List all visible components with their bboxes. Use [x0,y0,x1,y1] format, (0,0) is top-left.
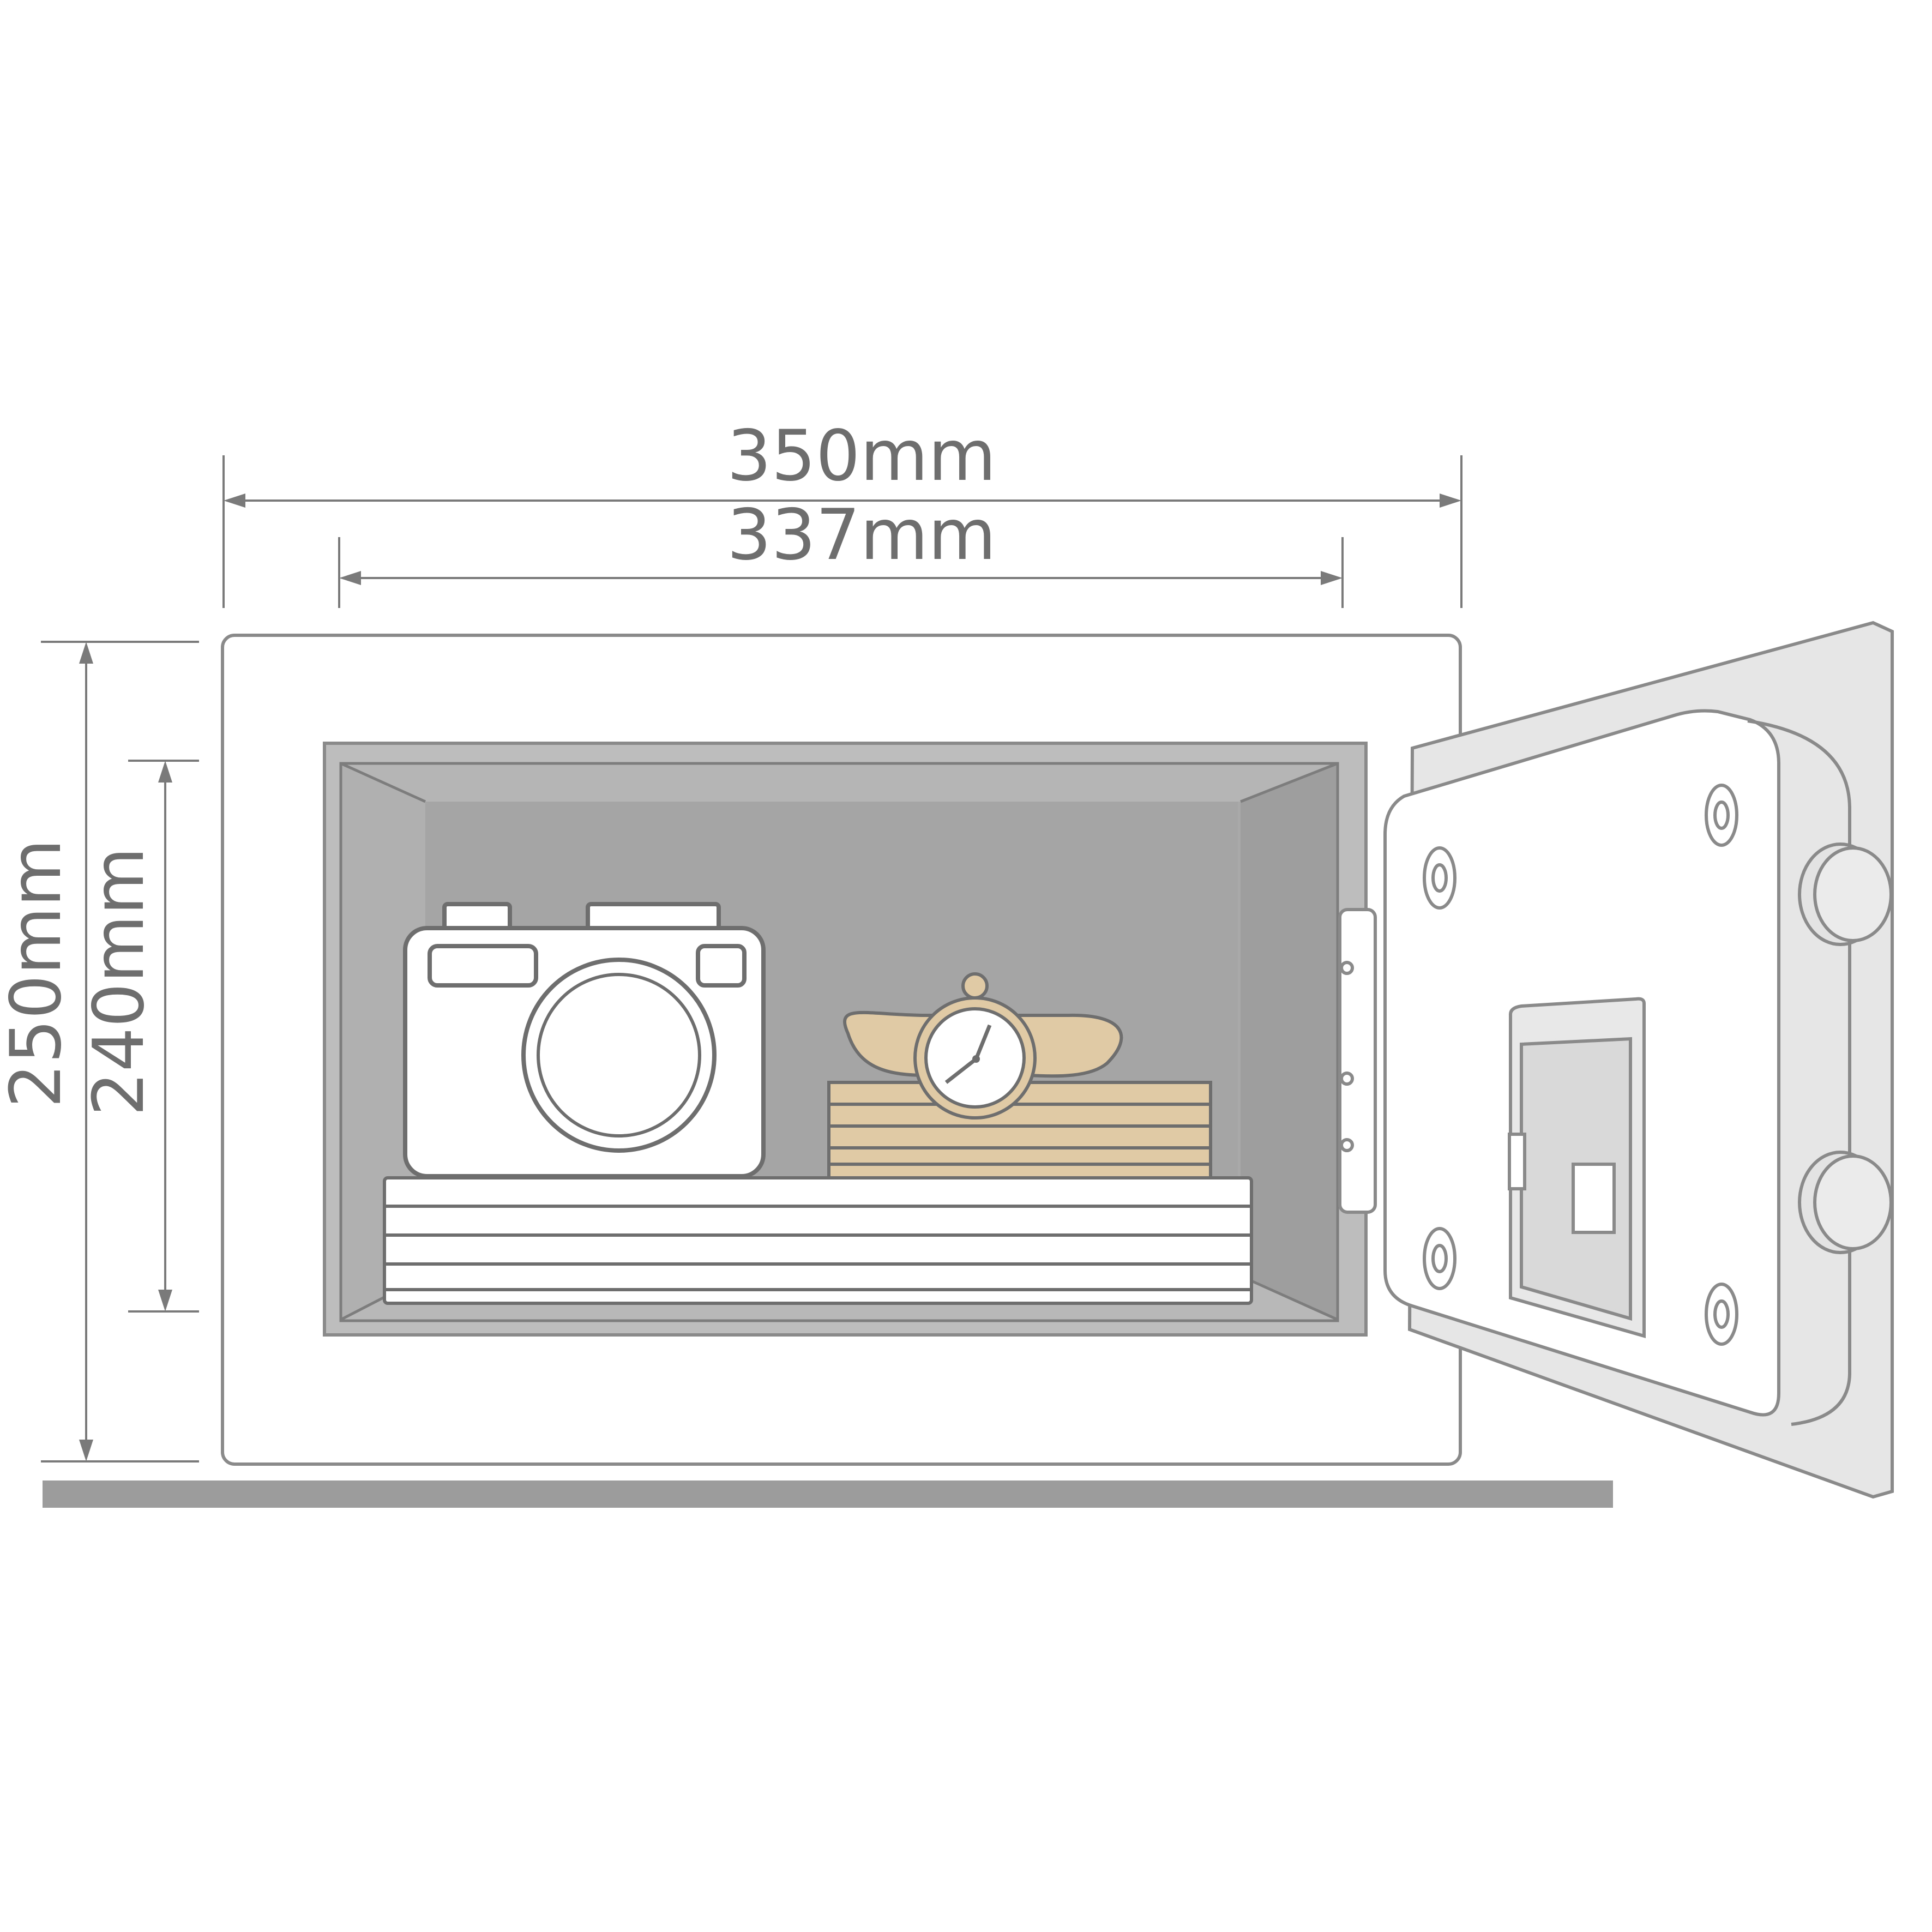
width-dimension-inner [338,537,1344,608]
height-dimension-outer [41,641,199,1462]
box-stack [827,1081,1212,1179]
door-knob-upper [1798,842,1893,946]
door-knob-lower [1798,1151,1893,1254]
lock-latch-right [1572,1163,1616,1234]
floor-bar [43,1480,1613,1508]
door-hinge [1338,908,1377,1214]
camera-icon [403,902,766,1178]
document-stack-icon [383,1176,1253,1305]
lock-housing [1508,997,1646,1338]
wristwatch-icon [843,972,1123,1120]
outer-width-label: 350mm [727,416,996,497]
width-dimension-outer [222,455,1462,608]
lock-latch-left [1508,1133,1526,1190]
inner-height-label: 240mm [79,847,160,1116]
height-dimension-inner [128,760,199,1313]
inner-width-label: 337mm [727,495,996,576]
outer-height-label: 250mm [0,839,77,1108]
safe-door [1383,621,1894,1499]
door-bolts [1423,784,1738,1346]
